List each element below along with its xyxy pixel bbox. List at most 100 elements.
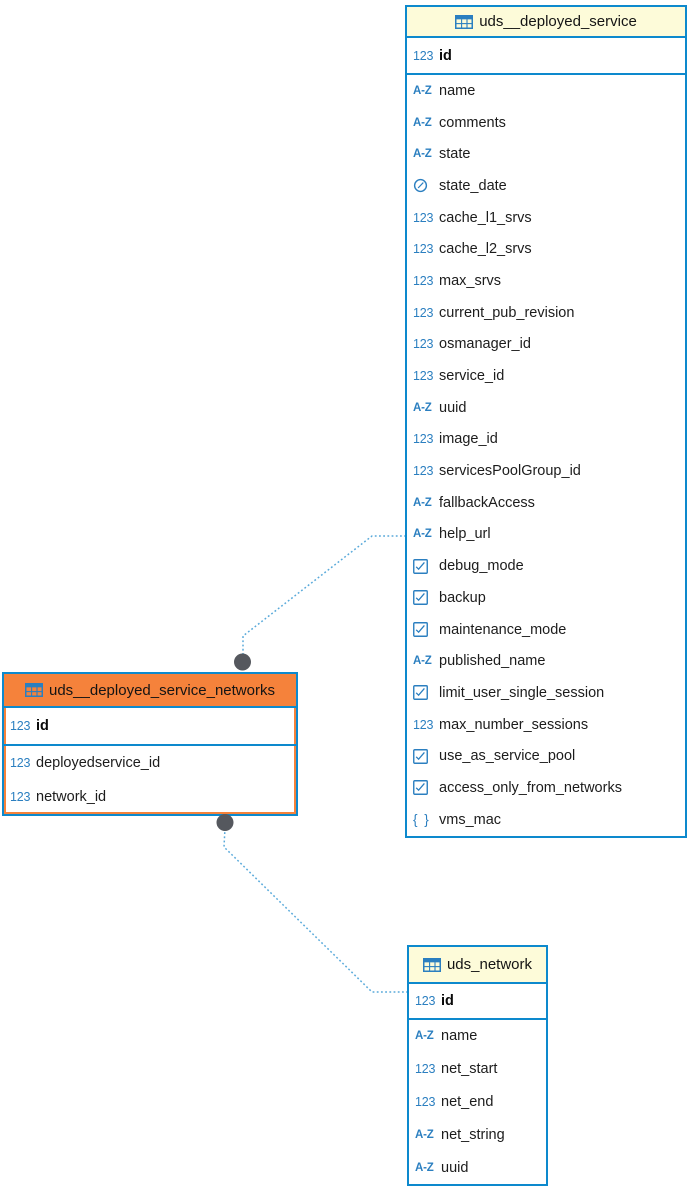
column-row[interactable]: 123 network_id [4,780,296,814]
number-type-icon: 123 [413,48,434,63]
column-name: max_srvs [439,272,502,289]
number-type-icon: 123 [10,790,31,804]
column-name: osmanager_id [439,336,531,353]
column-row[interactable]: { }vms_mac [407,804,685,836]
primary-key-row[interactable]: 123 id [409,984,546,1018]
column-name: comments [439,114,506,131]
number-type-icon: 123 [413,242,434,257]
table-icon [25,683,43,697]
text-type-icon: A-Z [413,116,432,129]
column-name: servicesPoolGroup_id [439,463,581,480]
column-name: net_end [441,1093,494,1110]
column-row[interactable]: 123 net_end [409,1086,546,1119]
primary-key-section: 123 id [4,708,296,746]
column-name: service_id [439,368,505,385]
column-name: image_id [439,431,498,448]
column-name: state_date [439,177,507,194]
text-type-icon: A-Z [415,1128,434,1141]
primary-key-row[interactable]: 123 id [407,38,685,73]
column-row[interactable]: use_as_service_pool [407,740,685,772]
connection-endpoint-top[interactable] [234,653,251,671]
column-row[interactable]: access_only_from_networks [407,772,685,804]
column-name: net_start [441,1061,498,1078]
column-name: state [439,146,471,163]
relationship-line-network[interactable] [223,827,407,993]
datetime-type-icon [411,178,439,193]
column-name: id [439,47,452,64]
table-icon [422,957,441,972]
text-type-icon: A-Z [413,655,432,668]
column-name: id [36,718,49,734]
table-title: uds__deployed_service [479,13,637,30]
connection-endpoint-bottom[interactable] [216,814,234,831]
column-row[interactable]: debug_mode [407,550,685,582]
column-name: backup [439,589,486,606]
column-row[interactable]: limit_user_single_session [407,677,685,709]
primary-key-section: 123 id [409,984,546,1020]
column-row[interactable]: state_date [407,170,685,202]
column-row[interactable]: 123 osmanager_id [407,329,685,361]
number-type-icon: 123 [415,1094,436,1109]
column-row[interactable]: backup [407,582,685,614]
column-name: help_url [439,526,491,543]
column-name: use_as_service_pool [439,748,576,765]
table-icon [455,14,474,29]
column-name: maintenance_mode [439,621,567,638]
number-type-icon: 123 [415,1062,436,1077]
column-row[interactable]: 123 max_srvs [407,265,685,297]
column-row[interactable]: A-Z net_string [409,1118,546,1151]
column-name: name [441,1028,478,1045]
number-type-icon: 123 [413,210,434,225]
number-type-icon: 123 [413,369,434,384]
boolean-type-icon [411,685,439,701]
table-uds-deployed-service-networks[interactable]: uds__deployed_service_networks 123 id 12… [2,672,298,816]
column-name: uuid [439,399,467,416]
primary-key-row[interactable]: 123 id [4,708,296,744]
column-name: network_id [36,789,107,805]
table-header[interactable]: uds_network [409,947,546,984]
relationship-line-deployed-service[interactable] [242,535,406,660]
column-row[interactable]: A-Z uuid [407,392,685,424]
column-row[interactable]: A-Z comments [407,107,685,139]
number-type-icon: 123 [413,273,434,288]
column-row[interactable]: A-Z name [409,1020,546,1053]
boolean-type-icon [411,558,439,574]
boolean-type-icon [411,748,439,764]
column-name: current_pub_revision [439,304,575,321]
table-title: uds_network [446,956,533,973]
text-type-icon: A-Z [413,401,432,414]
table-header[interactable]: uds__deployed_service_networks [4,674,296,708]
number-type-icon: 123 [413,337,434,352]
text-type-icon: A-Z [415,1030,434,1043]
column-name: name [439,82,476,99]
column-name: max_number_sessions [439,716,589,733]
column-row[interactable]: 123 service_id [407,360,685,392]
column-row[interactable]: maintenance_mode [407,614,685,646]
column-name: id [441,993,454,1009]
column-row[interactable]: 123 net_start [409,1053,546,1086]
primary-key-section: 123 id [407,38,685,75]
table-header[interactable]: uds__deployed_service [407,7,685,38]
object-type-icon: { } [413,812,431,828]
text-type-icon: A-Z [415,1161,434,1174]
column-name: net_string [441,1126,505,1143]
